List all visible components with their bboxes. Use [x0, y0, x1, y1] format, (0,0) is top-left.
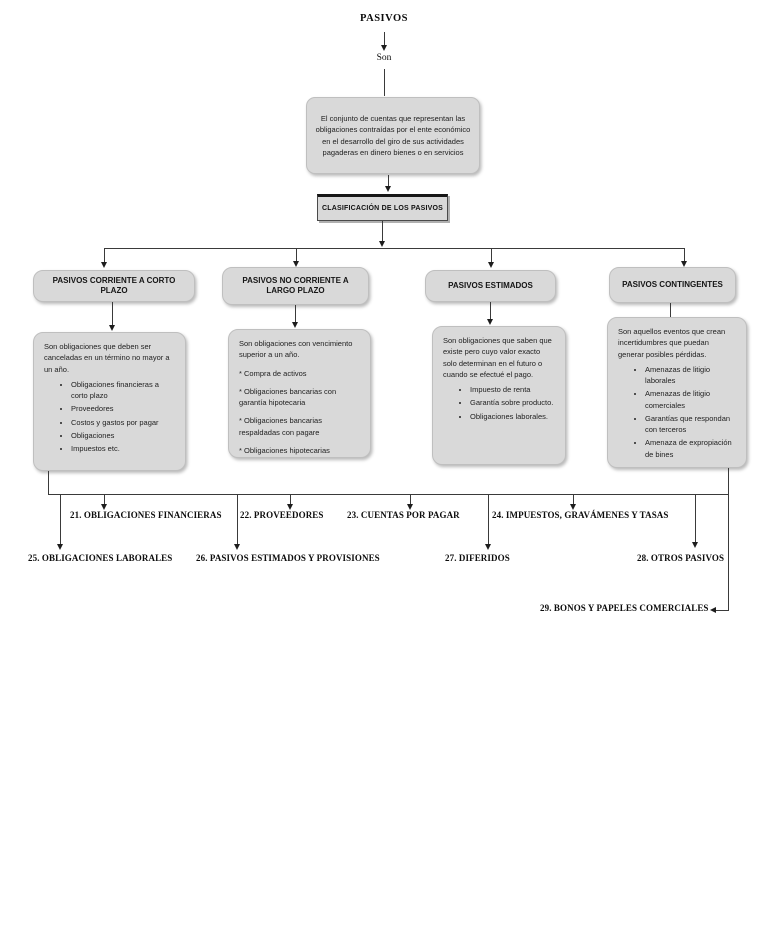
connector-line — [410, 494, 411, 504]
arrow-down-icon — [385, 186, 391, 192]
branch-desc-text: Son aquellos eventos que crean incertidu… — [618, 327, 726, 359]
branch-bullet-list: Amenazas de litigio laborales Amenazas d… — [618, 364, 736, 460]
arrow-down-icon — [234, 544, 240, 550]
branch-desc-text: Son obligaciones que deben ser cancelada… — [44, 342, 170, 374]
bullet-item: Costos y gastos por pagar — [71, 417, 175, 428]
connector-line — [728, 494, 729, 610]
branch-desc-text: Son obligaciones que saben que existe pe… — [443, 336, 552, 379]
connector-line — [728, 468, 729, 494]
connector-line — [382, 221, 383, 241]
bullet-item: Obligaciones laborales. — [470, 411, 555, 422]
account-label-22: 22. PROVEEDORES — [240, 510, 324, 520]
connector-line — [695, 494, 696, 542]
arrow-down-icon — [485, 544, 491, 550]
link-label: Son — [376, 53, 392, 63]
bullet-item: Garantías que respondan con terceros — [645, 413, 736, 436]
arrow-down-icon — [101, 504, 107, 510]
arrow-down-icon — [287, 504, 293, 510]
connector-line — [573, 494, 574, 504]
classification-box: CLASIFICACIÓN DE LOS PASIVOS — [317, 194, 448, 221]
account-label-28: 28. OTROS PASIVOS — [637, 553, 725, 563]
bullet-item: Amenaza de expropiación de bines — [645, 437, 736, 460]
bullet-item: Obligaciones — [71, 430, 175, 441]
bullet-item: Amenazas de litigio laborales — [645, 364, 736, 387]
branch-desc-contingentes: Son aquellos eventos que crean incertidu… — [607, 317, 747, 468]
branch-title-estimados: PASIVOS ESTIMADOS — [425, 270, 556, 302]
connector-line — [296, 248, 297, 261]
account-label-21: 21. OBLIGACIONES FINANCIERAS — [70, 510, 222, 520]
arrow-down-icon — [101, 262, 107, 268]
connector-line — [237, 494, 238, 544]
arrow-down-icon — [109, 325, 115, 331]
arrow-down-icon — [293, 261, 299, 267]
arrow-down-icon — [292, 322, 298, 328]
branch-bullet-list: Obligaciones financieras a corto plazo P… — [44, 379, 175, 455]
arrow-down-icon — [381, 45, 387, 51]
account-label-24: 24. IMPUESTOS, GRAVÁMENES Y TASAS — [492, 510, 669, 520]
branch-title-no-corriente: PASIVOS NO CORRIENTE A LARGO PLAZO — [222, 267, 369, 305]
branch-desc-corriente: Son obligaciones que deben ser cancelada… — [33, 332, 186, 471]
accounts-line — [48, 494, 729, 495]
branch-desc-estimados: Son obligaciones que saben que existe pe… — [432, 326, 566, 465]
account-label-23: 23. CUENTAS POR PAGAR — [347, 510, 460, 520]
connector-line — [670, 303, 671, 317]
connector-line — [490, 302, 491, 319]
arrow-down-icon — [57, 544, 63, 550]
arrow-down-icon — [681, 261, 687, 267]
connector-line — [104, 248, 105, 262]
branch-title-corriente: PASIVOS CORRIENTE A CORTO PLAZO — [33, 270, 195, 302]
bullet-item: Garantía sobre producto. — [470, 397, 555, 408]
branch-desc-no-corriente: Son obligaciones con vencimiento superio… — [228, 329, 371, 458]
definition-text: El conjunto de cuentas que representan l… — [315, 114, 471, 157]
connector-line — [384, 69, 385, 96]
connector-line — [684, 248, 685, 261]
arrow-down-icon — [487, 319, 493, 325]
arrow-down-icon — [692, 542, 698, 548]
connector-line — [488, 494, 489, 544]
star-item: * Obligaciones bancarias respaldadas con… — [239, 416, 322, 437]
branch-desc-text: Son obligaciones con vencimiento superio… — [239, 339, 353, 360]
star-item: * Obligaciones hipotecarias — [239, 445, 330, 455]
arrow-down-icon — [407, 504, 413, 510]
bullet-item: Amenazas de litigio comerciales — [645, 388, 736, 411]
bullet-item: Impuesto de renta — [470, 384, 555, 395]
connector-line — [716, 610, 729, 611]
connector-line — [48, 471, 49, 494]
connector-line — [60, 494, 61, 544]
bullet-item: Proveedores — [71, 403, 175, 414]
account-label-27: 27. DIFERIDOS — [445, 553, 510, 563]
bullet-item: Obligaciones financieras a corto plazo — [71, 379, 175, 402]
connector-line — [112, 302, 113, 325]
branch-line — [104, 248, 685, 249]
connector-line — [290, 494, 291, 504]
account-label-29: 29. BONOS Y PAPELES COMERCIALES — [540, 603, 709, 613]
connector-line — [104, 494, 105, 504]
connector-line — [384, 32, 385, 46]
arrow-left-icon — [710, 607, 716, 613]
definition-box: El conjunto de cuentas que representan l… — [306, 97, 480, 174]
branch-bullet-list: Impuesto de renta Garantía sobre product… — [443, 384, 555, 422]
account-label-26: 26. PASIVOS ESTIMADOS Y PROVISIONES — [196, 553, 380, 563]
diagram-title: PASIVOS — [359, 13, 409, 24]
account-label-25: 25. OBLIGACIONES LABORALES — [28, 553, 173, 563]
star-item: * Compra de activos — [239, 368, 307, 378]
branch-title-contingentes: PASIVOS CONTINGENTES — [609, 267, 736, 303]
connector-line — [388, 175, 389, 186]
bullet-item: Impuestos etc. — [71, 443, 175, 454]
arrow-down-icon — [379, 241, 385, 247]
arrow-down-icon — [570, 504, 576, 510]
connector-line — [295, 305, 296, 322]
connector-line — [491, 248, 492, 262]
arrow-down-icon — [488, 262, 494, 268]
star-item: * Obligaciones bancarias con garantía hi… — [239, 386, 337, 407]
